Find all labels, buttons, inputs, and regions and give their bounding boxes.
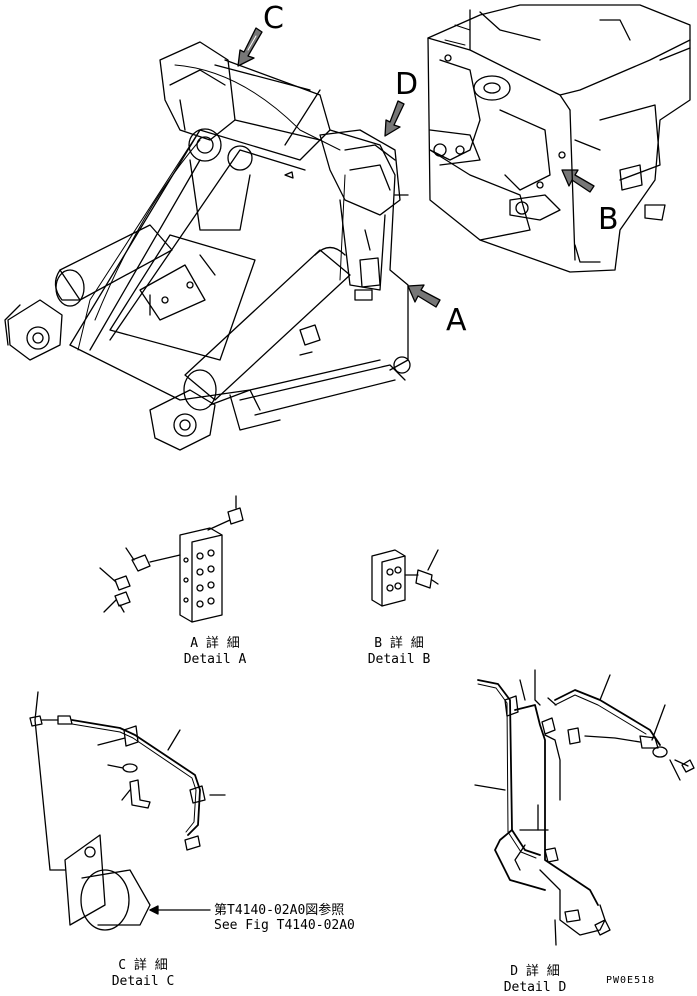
detail-c-title-jp: C 詳 細 (118, 958, 168, 973)
view-label-d: D (395, 67, 419, 102)
detail-c-title-en: Detail C (111, 974, 175, 989)
reference-note-en: See Fig T4140-02A0 (214, 918, 355, 933)
view-arrow-d (384, 100, 405, 137)
detail-b-title-jp: B 詳 細 (374, 636, 424, 651)
detail-b-drawing (371, 549, 439, 607)
detail-d-title-en: Detail D (503, 980, 567, 995)
front-frame-drawing (4, 41, 411, 451)
view-label-c: C (263, 1, 284, 36)
view-label-a: A (446, 303, 467, 338)
detail-b-title-en: Detail B (367, 652, 431, 667)
detail-a-drawing (99, 495, 244, 623)
detail-a-title-jp: A 詳 細 (190, 636, 240, 651)
detail-d-drawing (474, 669, 695, 946)
drawing-code: PW0E518 (606, 975, 656, 986)
detail-a-title-en: Detail A (183, 652, 247, 667)
detail-d-title-jp: D 詳 細 (510, 964, 560, 979)
reference-note-jp: 第T4140-02A0図参照 (214, 903, 345, 918)
detail-c-drawing (29, 691, 226, 931)
view-arrow-a (407, 284, 441, 308)
view-arrow-b (561, 169, 595, 193)
rear-frame-drawing (427, 4, 691, 273)
view-label-b: B (598, 202, 619, 237)
view-arrow-c (237, 27, 263, 67)
